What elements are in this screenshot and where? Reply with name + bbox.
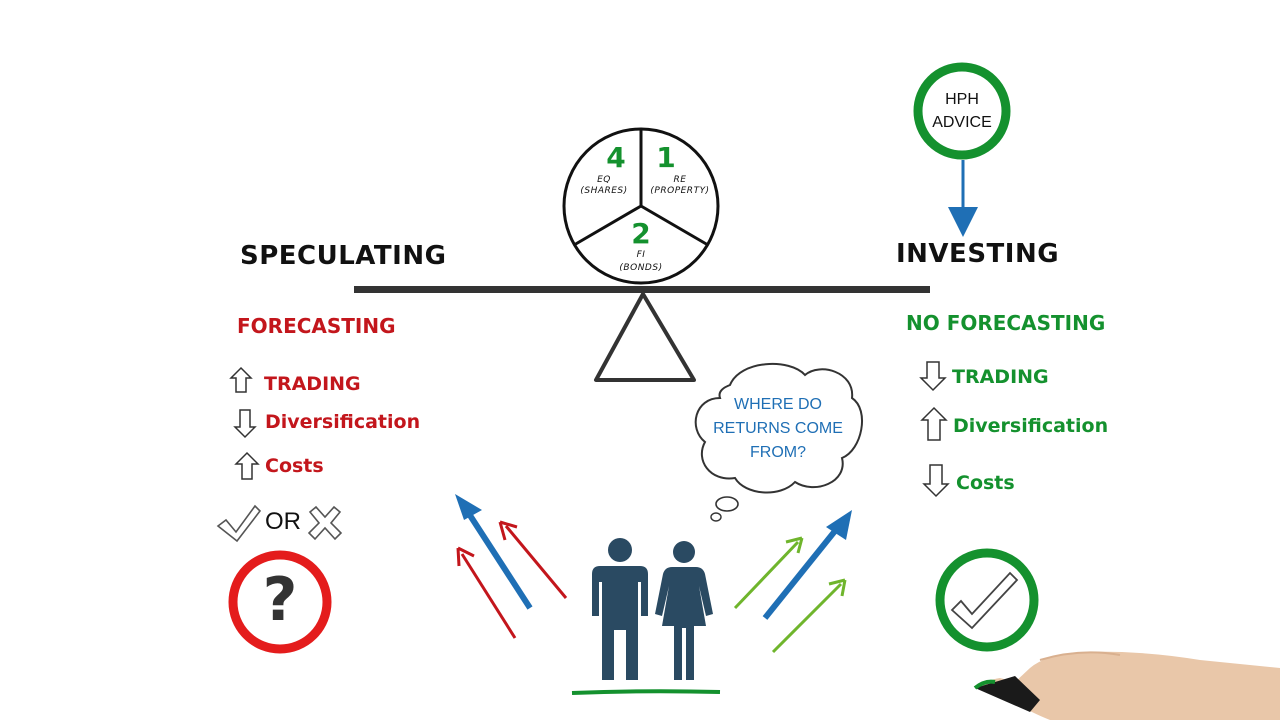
woman-figure-icon bbox=[655, 541, 713, 680]
people-figures bbox=[571, 538, 721, 695]
man-figure-icon bbox=[592, 538, 648, 680]
check-or-cross bbox=[216, 504, 343, 543]
right-item-costs: Costs bbox=[956, 472, 1015, 494]
left-item-diversification: Diversification bbox=[265, 411, 421, 433]
balance-scale bbox=[354, 286, 930, 382]
question-mark-icon: ? bbox=[262, 565, 298, 635]
pie-re-label-2: (PROPERTY) bbox=[650, 186, 709, 196]
up-arrow-icon bbox=[229, 366, 253, 393]
pie-eq-number: 4 bbox=[606, 141, 625, 174]
pie-eq-label-2: (SHARES) bbox=[580, 186, 627, 196]
portfolio-pie: 4 EQ (SHARES) 1 RE (PROPERTY) 2 FI (BOND… bbox=[562, 127, 720, 285]
advice-line1: HPH bbox=[945, 91, 979, 108]
blue-arrow bbox=[762, 519, 846, 620]
green-arrow bbox=[733, 540, 800, 610]
left-item-trading: TRADING bbox=[264, 373, 361, 395]
pie-fi-label-1: FI bbox=[637, 250, 646, 260]
right-item-trading: TRADING bbox=[952, 366, 1049, 388]
pie-re-number: 1 bbox=[656, 141, 675, 174]
advice-line2: ADVICE bbox=[932, 114, 992, 131]
right-subheading: NO FORECASTING bbox=[906, 311, 1106, 335]
check-mark-icon bbox=[216, 504, 262, 543]
left-item-costs: Costs bbox=[265, 455, 324, 477]
thought-bubble: WHERE DO RETURNS COME FROM? bbox=[694, 362, 864, 522]
thought-line3: FROM? bbox=[750, 444, 806, 461]
question-badge bbox=[228, 550, 332, 654]
red-arrow bbox=[460, 553, 517, 639]
check-mark-icon bbox=[950, 571, 1019, 630]
check-badge bbox=[935, 548, 1039, 652]
left-return-arrows bbox=[455, 494, 568, 639]
pie-fi-label-2: (BONDS) bbox=[619, 263, 662, 273]
scale-fulcrum bbox=[594, 292, 696, 382]
scale-beam bbox=[354, 286, 930, 293]
or-text: OR bbox=[265, 508, 301, 535]
down-arrow-icon bbox=[233, 409, 257, 439]
blue-arrow bbox=[459, 501, 533, 610]
left-heading: SPECULATING bbox=[240, 241, 447, 271]
red-arrow bbox=[504, 525, 568, 599]
drawing-hand-icon bbox=[973, 651, 1280, 720]
green-arrow bbox=[771, 582, 843, 654]
ground-line bbox=[571, 689, 721, 695]
right-return-arrows bbox=[733, 510, 852, 654]
right-heading: INVESTING bbox=[896, 239, 1060, 269]
right-item-diversification: Diversification bbox=[953, 415, 1109, 437]
thought-line1: WHERE DO bbox=[734, 396, 822, 413]
right-direction-arrows bbox=[919, 361, 950, 498]
down-arrow-icon bbox=[922, 464, 950, 498]
left-subheading: FORECASTING bbox=[237, 314, 396, 338]
pie-re-label-1: RE bbox=[674, 175, 687, 185]
left-direction-arrows bbox=[229, 366, 260, 480]
cross-mark-icon bbox=[307, 505, 343, 541]
down-arrow-icon bbox=[919, 361, 947, 392]
pie-eq-label-1: EQ bbox=[597, 175, 611, 185]
up-arrow-icon bbox=[234, 451, 260, 480]
thought-line2: RETURNS COME bbox=[713, 420, 843, 437]
pie-fi-number: 2 bbox=[631, 217, 650, 250]
advice-badge: HPH ADVICE bbox=[913, 62, 1011, 237]
up-arrow-icon bbox=[920, 406, 948, 441]
